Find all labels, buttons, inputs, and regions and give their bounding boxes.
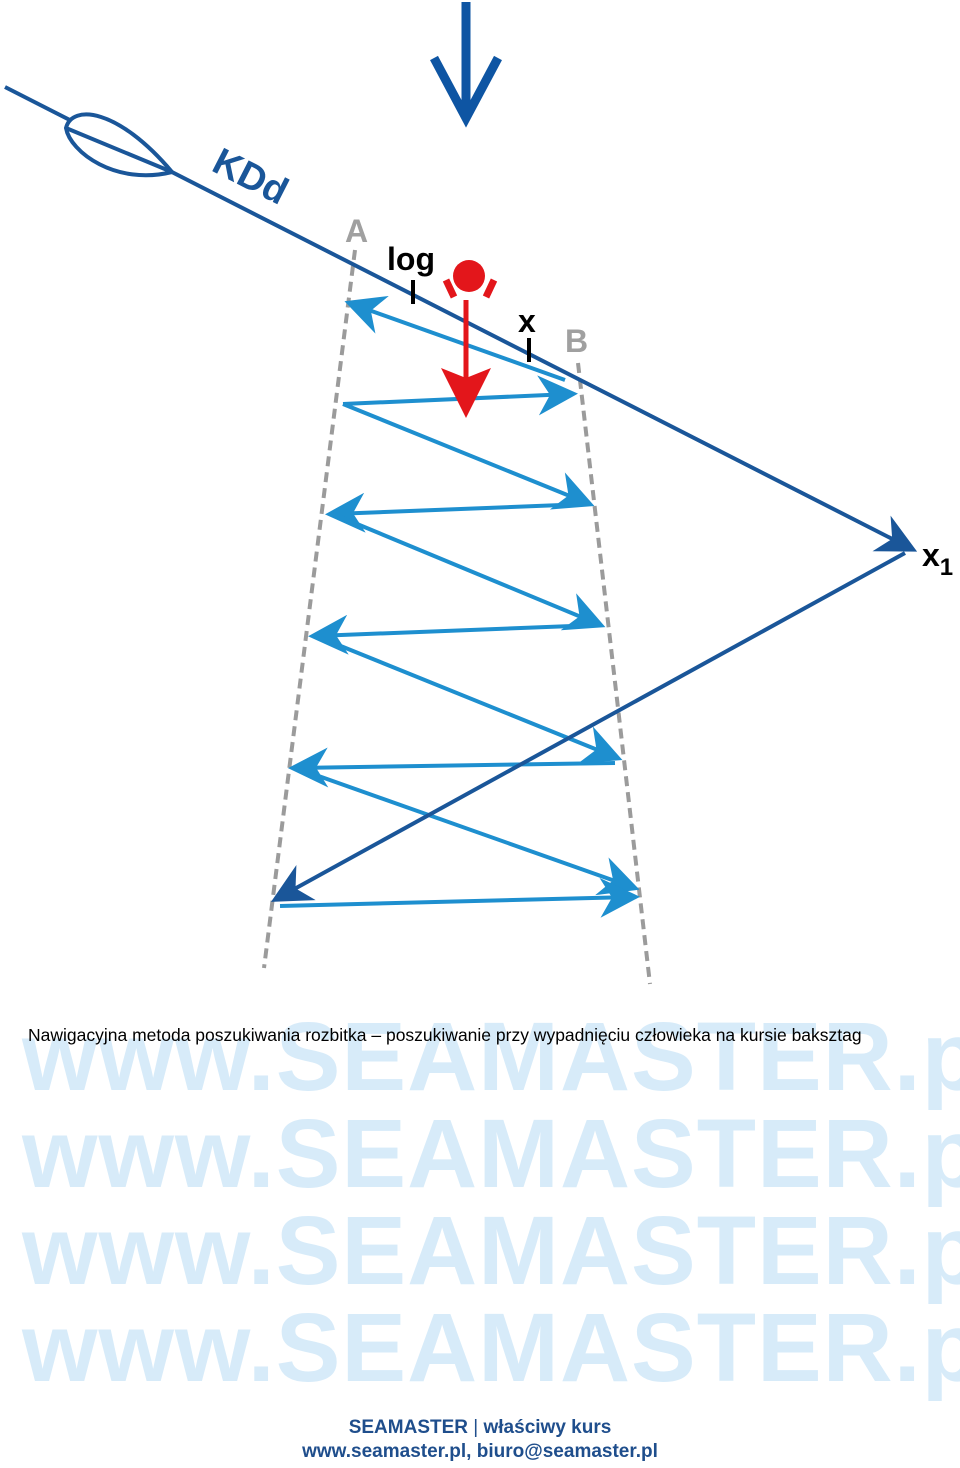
- footer: SEAMASTER | właściwy kurs www.seamaster.…: [0, 1416, 960, 1464]
- search-leg: [288, 747, 616, 788]
- search-leg: [344, 295, 566, 382]
- footer-tagline: właściwy kurs: [483, 1417, 612, 1438]
- x1-subscript: 1: [940, 554, 953, 581]
- log-label: log: [387, 241, 435, 277]
- search-leg: [308, 614, 599, 655]
- search-pattern-diagram: KDd A B log x x1: [4, 2, 953, 985]
- course-label: KDd: [206, 141, 295, 214]
- watermark-line: www.SEAMASTER.pl: [22, 1002, 960, 1111]
- x1-label: x1: [922, 537, 953, 581]
- person-overboard-icon: [442, 260, 498, 299]
- boundary-line-b: [576, 362, 652, 985]
- search-leg: [325, 492, 588, 533]
- search-leg: [342, 375, 578, 416]
- search-leg: [315, 634, 623, 764]
- boat-icon: [63, 112, 176, 178]
- point-a-label: A: [345, 213, 368, 249]
- boundary-line-a: [262, 249, 357, 969]
- search-legs: [279, 295, 640, 918]
- footer-contact[interactable]: www.seamaster.pl, biuro@seamaster.pl: [302, 1441, 658, 1462]
- search-leg: [295, 766, 640, 896]
- watermark-line: www.SEAMASTER.pl: [22, 1293, 960, 1402]
- watermark-line: www.SEAMASTER.pl: [22, 1196, 960, 1305]
- point-b-label: B: [565, 323, 588, 359]
- x-label: x: [518, 303, 536, 339]
- search-leg: [332, 512, 606, 631]
- return-line: [270, 551, 906, 902]
- caption: Nawigacyjna metoda poszukiwania rozbitka…: [28, 1025, 862, 1045]
- footer-brand: SEAMASTER: [348, 1417, 468, 1438]
- search-leg: [279, 877, 640, 918]
- search-leg: [342, 402, 595, 510]
- watermark: www.SEAMASTER.pl www.SEAMASTER.pl www.SE…: [0, 990, 960, 1396]
- watermark-line: www.SEAMASTER.pl: [22, 1099, 960, 1208]
- footer-separator: |: [473, 1417, 479, 1438]
- north-arrow-icon: [430, 2, 502, 128]
